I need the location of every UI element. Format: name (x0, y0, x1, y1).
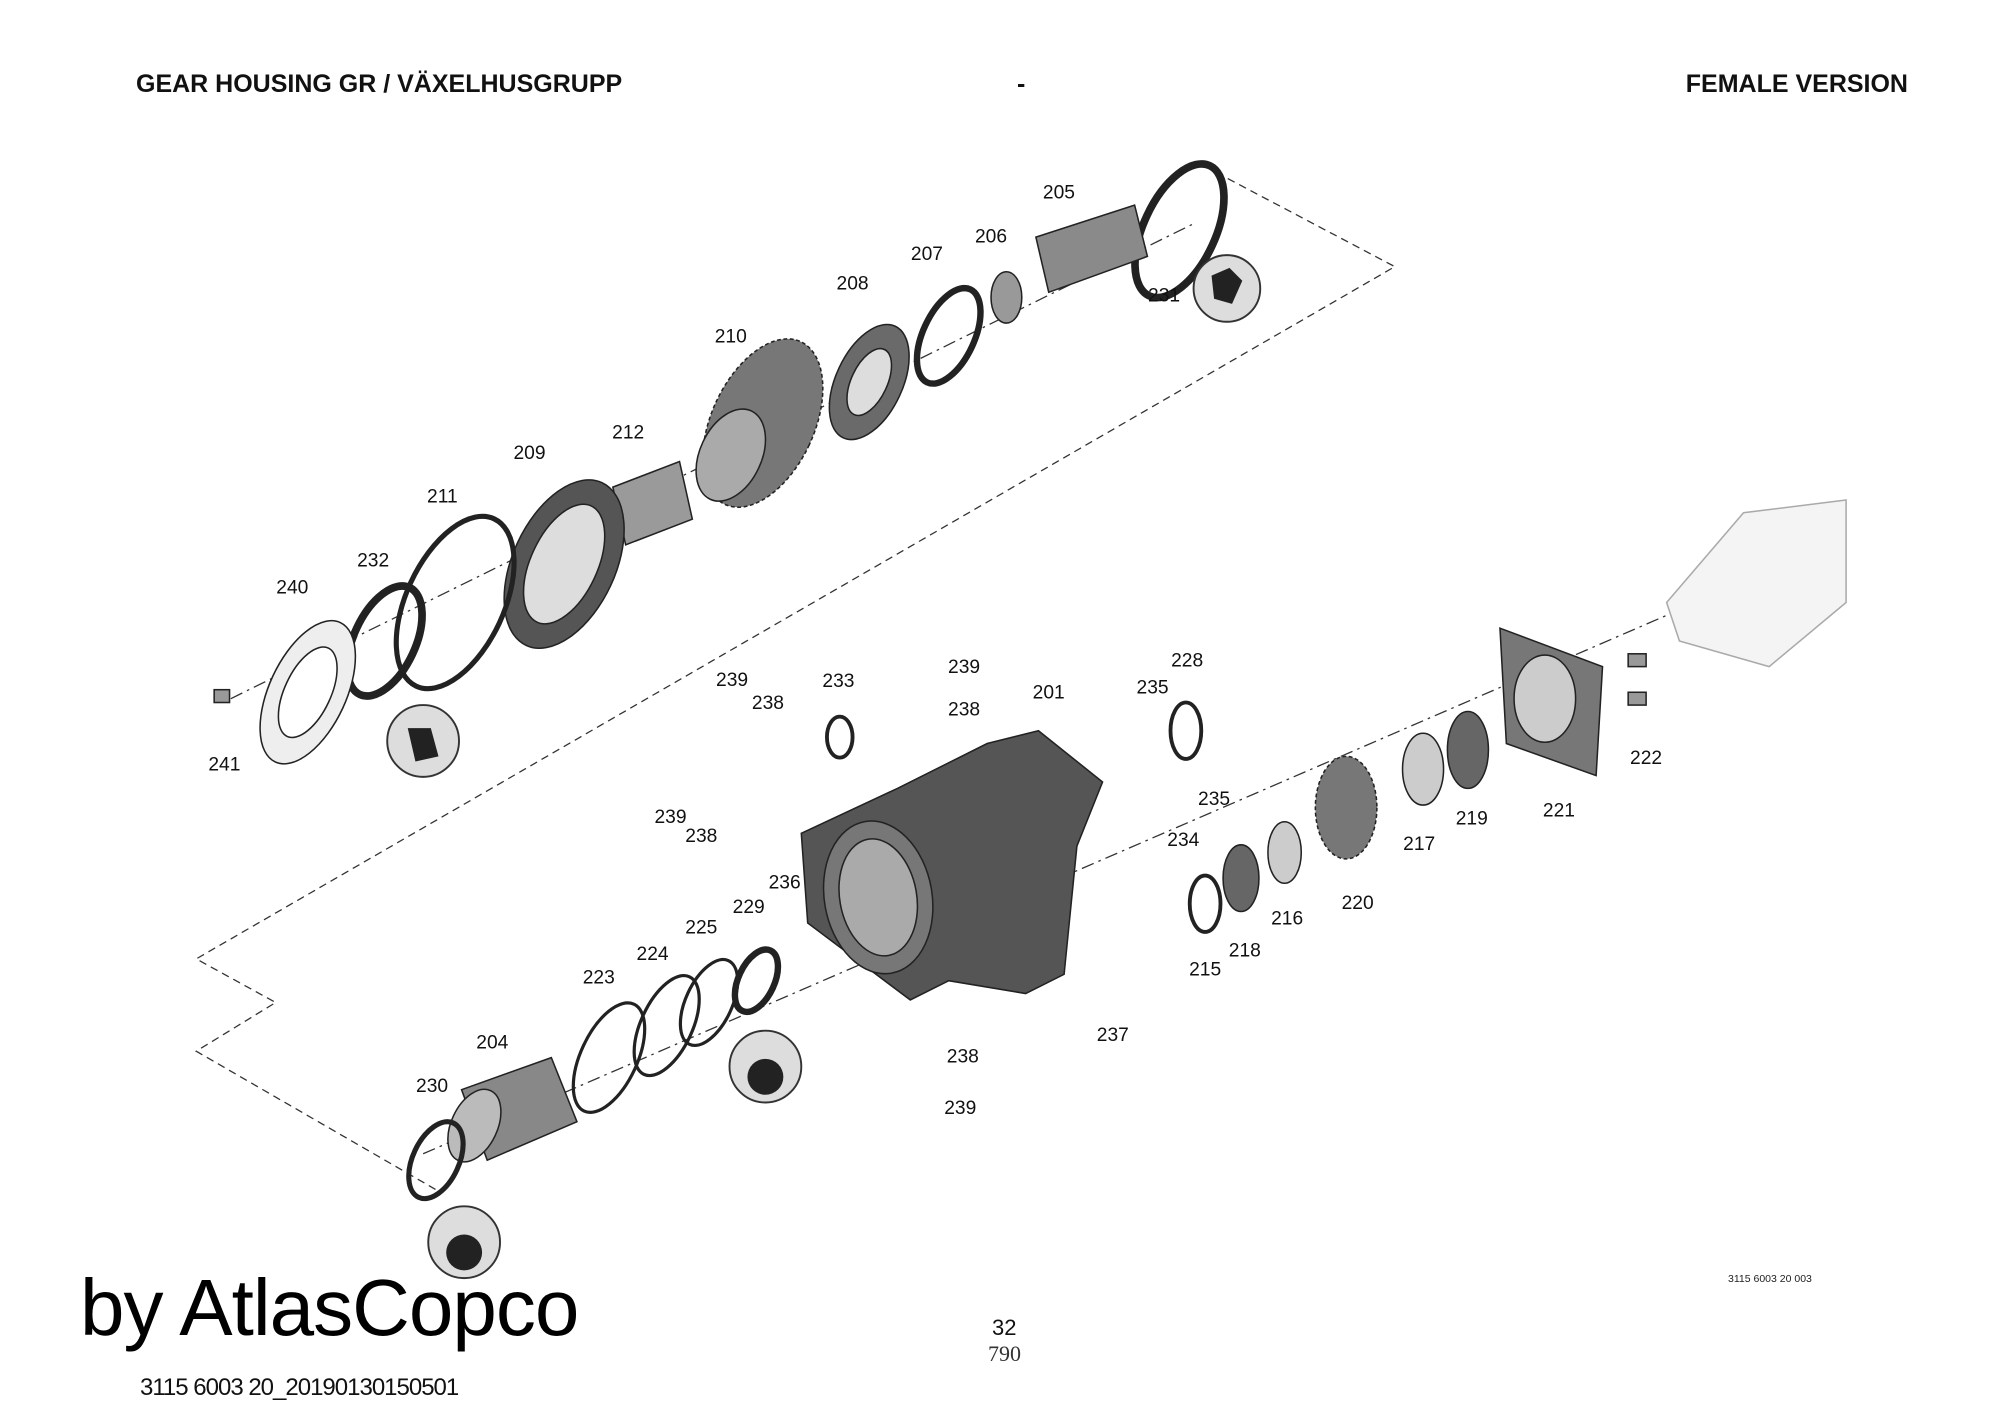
assembly-outline (194, 166, 1397, 1191)
part-label: 209 (513, 443, 545, 464)
page-number: 32 (992, 1315, 1017, 1340)
part-label: 220 (1342, 893, 1374, 914)
lower-parts (406, 499, 1847, 1202)
seal-fill-icon (446, 1234, 483, 1271)
version-label: FEMALE VERSION (1685, 70, 1908, 98)
part-label: 236 (769, 872, 801, 893)
part-label: 204 (476, 1033, 508, 1054)
title-separator: - (1017, 70, 1026, 98)
part-label: 222 (1630, 748, 1662, 769)
part-label: 239 (948, 657, 980, 678)
part-label: 225 (685, 917, 717, 938)
part-label: 238 (685, 826, 717, 847)
part-label: 217 (1403, 834, 1435, 855)
part-label: 232 (357, 551, 389, 572)
upper-parts (213, 160, 1228, 765)
part-label: 235 (1137, 678, 1169, 699)
page-total: 790 (988, 1341, 1021, 1366)
part-label: 219 (1456, 808, 1488, 829)
watermark: by AtlasCopco (80, 1263, 579, 1352)
page-title: GEAR HOUSING GR / VÄXELHUSGRUPP (136, 70, 623, 98)
part-label: 218 (1229, 940, 1261, 961)
part-label: 229 (733, 897, 765, 918)
drawing-reference: 3115 6003 20 003 (1728, 1273, 1812, 1285)
part-label: 238 (752, 693, 784, 714)
part-label: 239 (654, 807, 686, 828)
seal-fill-icon (747, 1058, 784, 1095)
part-label: 221 (1543, 801, 1575, 822)
part-label: 215 (1189, 960, 1221, 981)
part-label: 238 (947, 1047, 979, 1068)
part-label: 212 (612, 422, 644, 443)
part-label: 240 (276, 578, 308, 599)
part-label: 228 (1171, 651, 1203, 672)
part-label: 241 (208, 754, 240, 775)
seal-fill-icon (1211, 267, 1243, 304)
part-label: 207 (911, 244, 943, 265)
part-label: 211 (427, 487, 458, 508)
part-label: 230 (416, 1076, 448, 1097)
part-label: 201 (1033, 683, 1065, 704)
part-label: 239 (716, 670, 748, 691)
part-label: 224 (637, 944, 669, 965)
part-label: 205 (1043, 183, 1075, 204)
part-label: 234 (1167, 830, 1199, 851)
part-labels: 205 206 207 208 210 212 209 211 232 240 … (208, 183, 1662, 1119)
gear-housing (800, 729, 1104, 1001)
part-label: 210 (715, 326, 747, 347)
part-label: 237 (1097, 1025, 1129, 1046)
file-code: 3115 6003 20_20190130150501 (140, 1374, 459, 1401)
seal-fill-icon (407, 728, 439, 762)
part-label: 233 (822, 671, 854, 692)
part-label: 238 (948, 699, 980, 720)
part-label: 206 (975, 226, 1007, 247)
part-label: 208 (837, 274, 869, 295)
part-label: 239 (944, 1098, 976, 1119)
part-label: 216 (1271, 908, 1303, 929)
part-label: 223 (583, 967, 615, 988)
part-label: 231 (1148, 285, 1180, 306)
part-label: 235 (1198, 789, 1230, 810)
